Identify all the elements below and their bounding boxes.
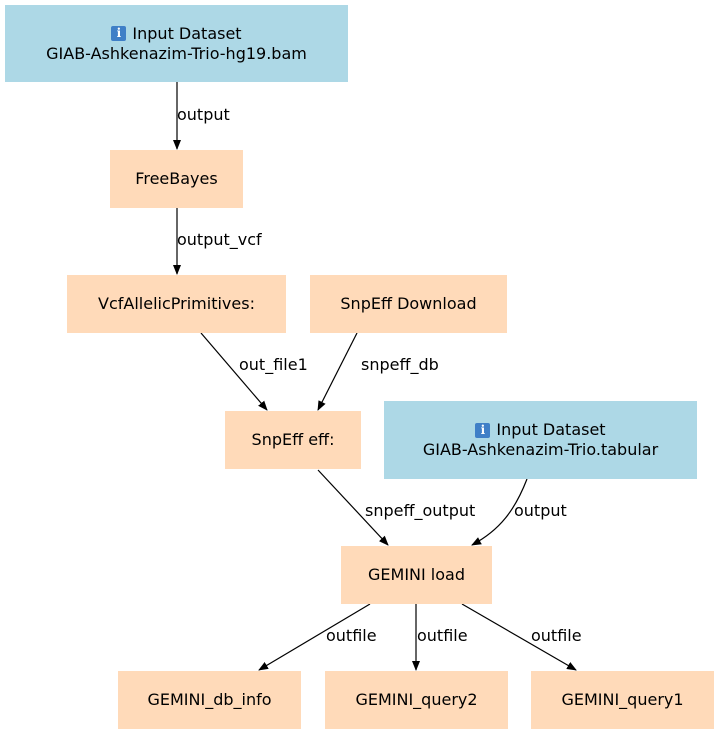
- node-gemini-query1[interactable]: GEMINI_query1: [531, 671, 714, 729]
- node-gemini-db-info[interactable]: GEMINI_db_info: [118, 671, 301, 729]
- edge-label-load-to-dbinfo: outfile: [326, 626, 377, 645]
- edge-label-load-to-query1: outfile: [531, 626, 582, 645]
- node-label: GEMINI_db_info: [147, 690, 272, 709]
- edge-eff-to-load: [317, 469, 389, 546]
- node-label: GEMINI_query1: [561, 690, 684, 709]
- edge-label-freebayes-to-vcf: output_vcf: [177, 230, 262, 249]
- edge-label-eff-to-load: snpeff_output: [365, 501, 476, 520]
- edge-label-load-to-query2: outfile: [417, 626, 468, 645]
- node-kind: Input Dataset: [132, 23, 242, 43]
- node-input-tabular[interactable]: i Input Dataset GIAB-Ashkenazim-Trio.tab…: [384, 401, 697, 479]
- edge-vcf-to-eff: [200, 332, 268, 411]
- edge-label-download-to-eff: snpeff_db: [361, 355, 439, 374]
- edge-label-tabular-to-load: output: [514, 501, 567, 520]
- node-label: VcfAllelicPrimitives:: [98, 294, 255, 313]
- edge-load-to-dbinfo: [258, 603, 371, 671]
- node-label: GIAB-Ashkenazim-Trio-hg19.bam: [46, 43, 307, 63]
- node-label: GIAB-Ashkenazim-Trio.tabular: [422, 440, 659, 459]
- node-snpeff-eff[interactable]: SnpEff eff:: [225, 411, 361, 469]
- edge-download-to-eff: [317, 332, 358, 411]
- node-gemini-load[interactable]: GEMINI load: [341, 546, 492, 604]
- node-label: FreeBayes: [135, 169, 218, 188]
- node-label: SnpEff Download: [340, 294, 477, 313]
- info-icon: i: [111, 26, 127, 41]
- node-vcfallelicprimitives[interactable]: VcfAllelicPrimitives:: [67, 275, 286, 333]
- node-snpeff-download[interactable]: SnpEff Download: [310, 275, 507, 333]
- edge-tabular-to-load: [471, 478, 528, 546]
- node-label: SnpEff eff:: [251, 430, 335, 449]
- node-gemini-query2[interactable]: GEMINI_query2: [325, 671, 508, 729]
- info-icon: i: [475, 422, 491, 438]
- node-input-bam[interactable]: i Input Dataset GIAB-Ashkenazim-Trio-hg1…: [5, 5, 348, 82]
- node-freebayes[interactable]: FreeBayes: [110, 150, 243, 208]
- edge-label-bam-to-freebayes: output: [177, 105, 230, 124]
- edge-load-to-query1: [461, 603, 577, 671]
- node-label: GEMINI_query2: [355, 690, 478, 709]
- edge-label-vcf-to-eff: out_file1: [239, 355, 308, 374]
- node-label: GEMINI load: [368, 565, 465, 584]
- node-kind: Input Dataset: [496, 420, 606, 439]
